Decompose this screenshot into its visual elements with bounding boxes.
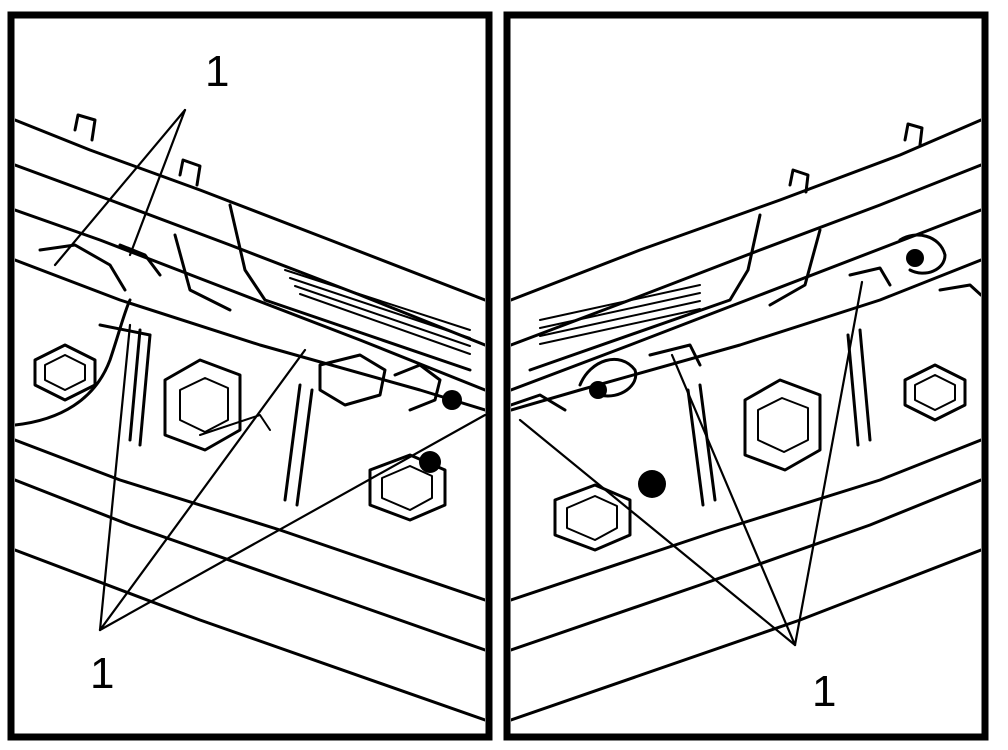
right-panel: 1 <box>503 11 989 741</box>
left-panel: 1 1 <box>7 11 493 741</box>
right-trim-panel-drawing <box>511 118 981 722</box>
left-leader-lines <box>53 108 487 632</box>
callout-number: 1 <box>90 649 114 698</box>
left-trim-panel-drawing <box>15 113 485 722</box>
right-leader-lines <box>518 280 864 647</box>
fastener-dot <box>442 390 462 410</box>
left-panel-frame <box>7 11 493 741</box>
fastener-dot <box>638 470 666 498</box>
fastener-dot <box>589 381 607 399</box>
callout-number: 1 <box>205 47 229 96</box>
fastener-dot <box>419 451 441 473</box>
fastener-dot <box>906 249 924 267</box>
callout-number: 1 <box>812 667 836 716</box>
